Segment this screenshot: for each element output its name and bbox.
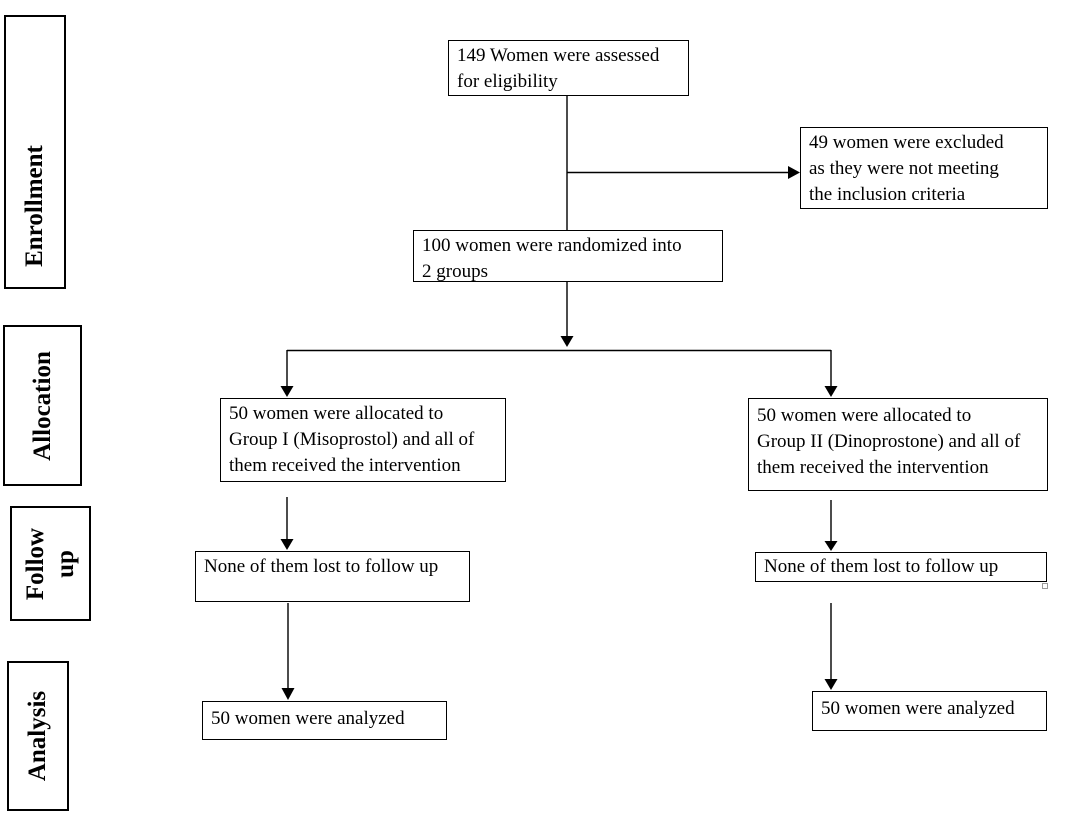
connector-branch-to-group1-arrow [280,350,294,397]
stage-label-analysis: Analysis [7,661,69,811]
stage-label-analysis-text: Analysis [24,690,51,782]
connector-randomized-to-branch-arrow [560,282,574,347]
connector-followup1-to-analysis-arrow [281,603,295,700]
box-assessed-for-eligibility: 149 Women were assessed for eligibility [448,40,689,96]
connector-to-excluded-arrow [567,166,800,179]
connector-group1-to-followup-arrow [280,497,294,550]
box-allocated-group1: 50 women were allocated to Group I (Miso… [220,398,506,482]
box-excluded: 49 women were excluded as they were not … [800,127,1048,209]
box-followup-group1: None of them lost to follow up [195,551,470,602]
box-analyzed-group1: 50 women were analyzed [202,701,447,740]
connector-group2-to-followup-arrow [824,500,838,551]
box-followup-group2: None of them lost to follow up [755,552,1047,582]
connector-followup2-to-analysis-arrow [824,603,838,690]
selection-handle-square [1042,583,1048,589]
box-allocated-group2: 50 women were allocated to Group II (Din… [748,398,1048,491]
stage-label-enrollment-text: Enrollment [21,145,48,267]
stage-label-enrollment: Enrollment [4,15,66,289]
stage-label-allocation: Allocation [3,325,82,486]
connector-branch-to-group2-arrow [824,350,838,397]
box-randomized: 100 women were randomized into 2 groups [413,230,723,282]
box-analyzed-group2: 50 women were analyzed [812,691,1047,731]
